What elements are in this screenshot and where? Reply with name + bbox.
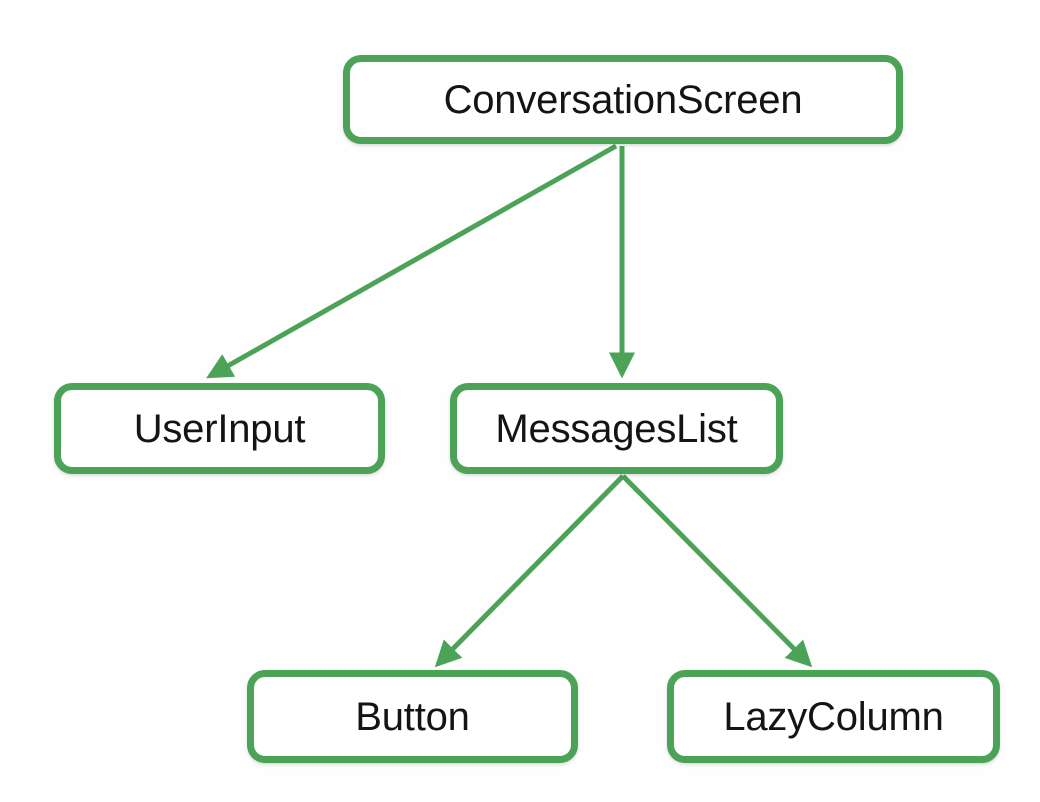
node-button[interactable]: Button: [247, 670, 578, 763]
node-messageslist[interactable]: MessagesList: [450, 383, 783, 474]
node-label: Button: [355, 694, 470, 739]
node-label: MessagesList: [495, 406, 738, 451]
edge-messageslist-to-button: [434, 474, 625, 668]
node-label: UserInput: [133, 406, 306, 451]
edge-messageslist-to-lazycolumn: [621, 474, 813, 668]
node-conversationscreen[interactable]: ConversationScreen: [343, 55, 903, 144]
node-label: LazyColumn: [723, 694, 944, 739]
node-userinput[interactable]: UserInput: [54, 383, 385, 474]
edge-conversationscreen-to-userinput: [206, 143, 618, 379]
node-label: ConversationScreen: [443, 77, 803, 122]
node-lazycolumn[interactable]: LazyColumn: [667, 670, 1000, 763]
